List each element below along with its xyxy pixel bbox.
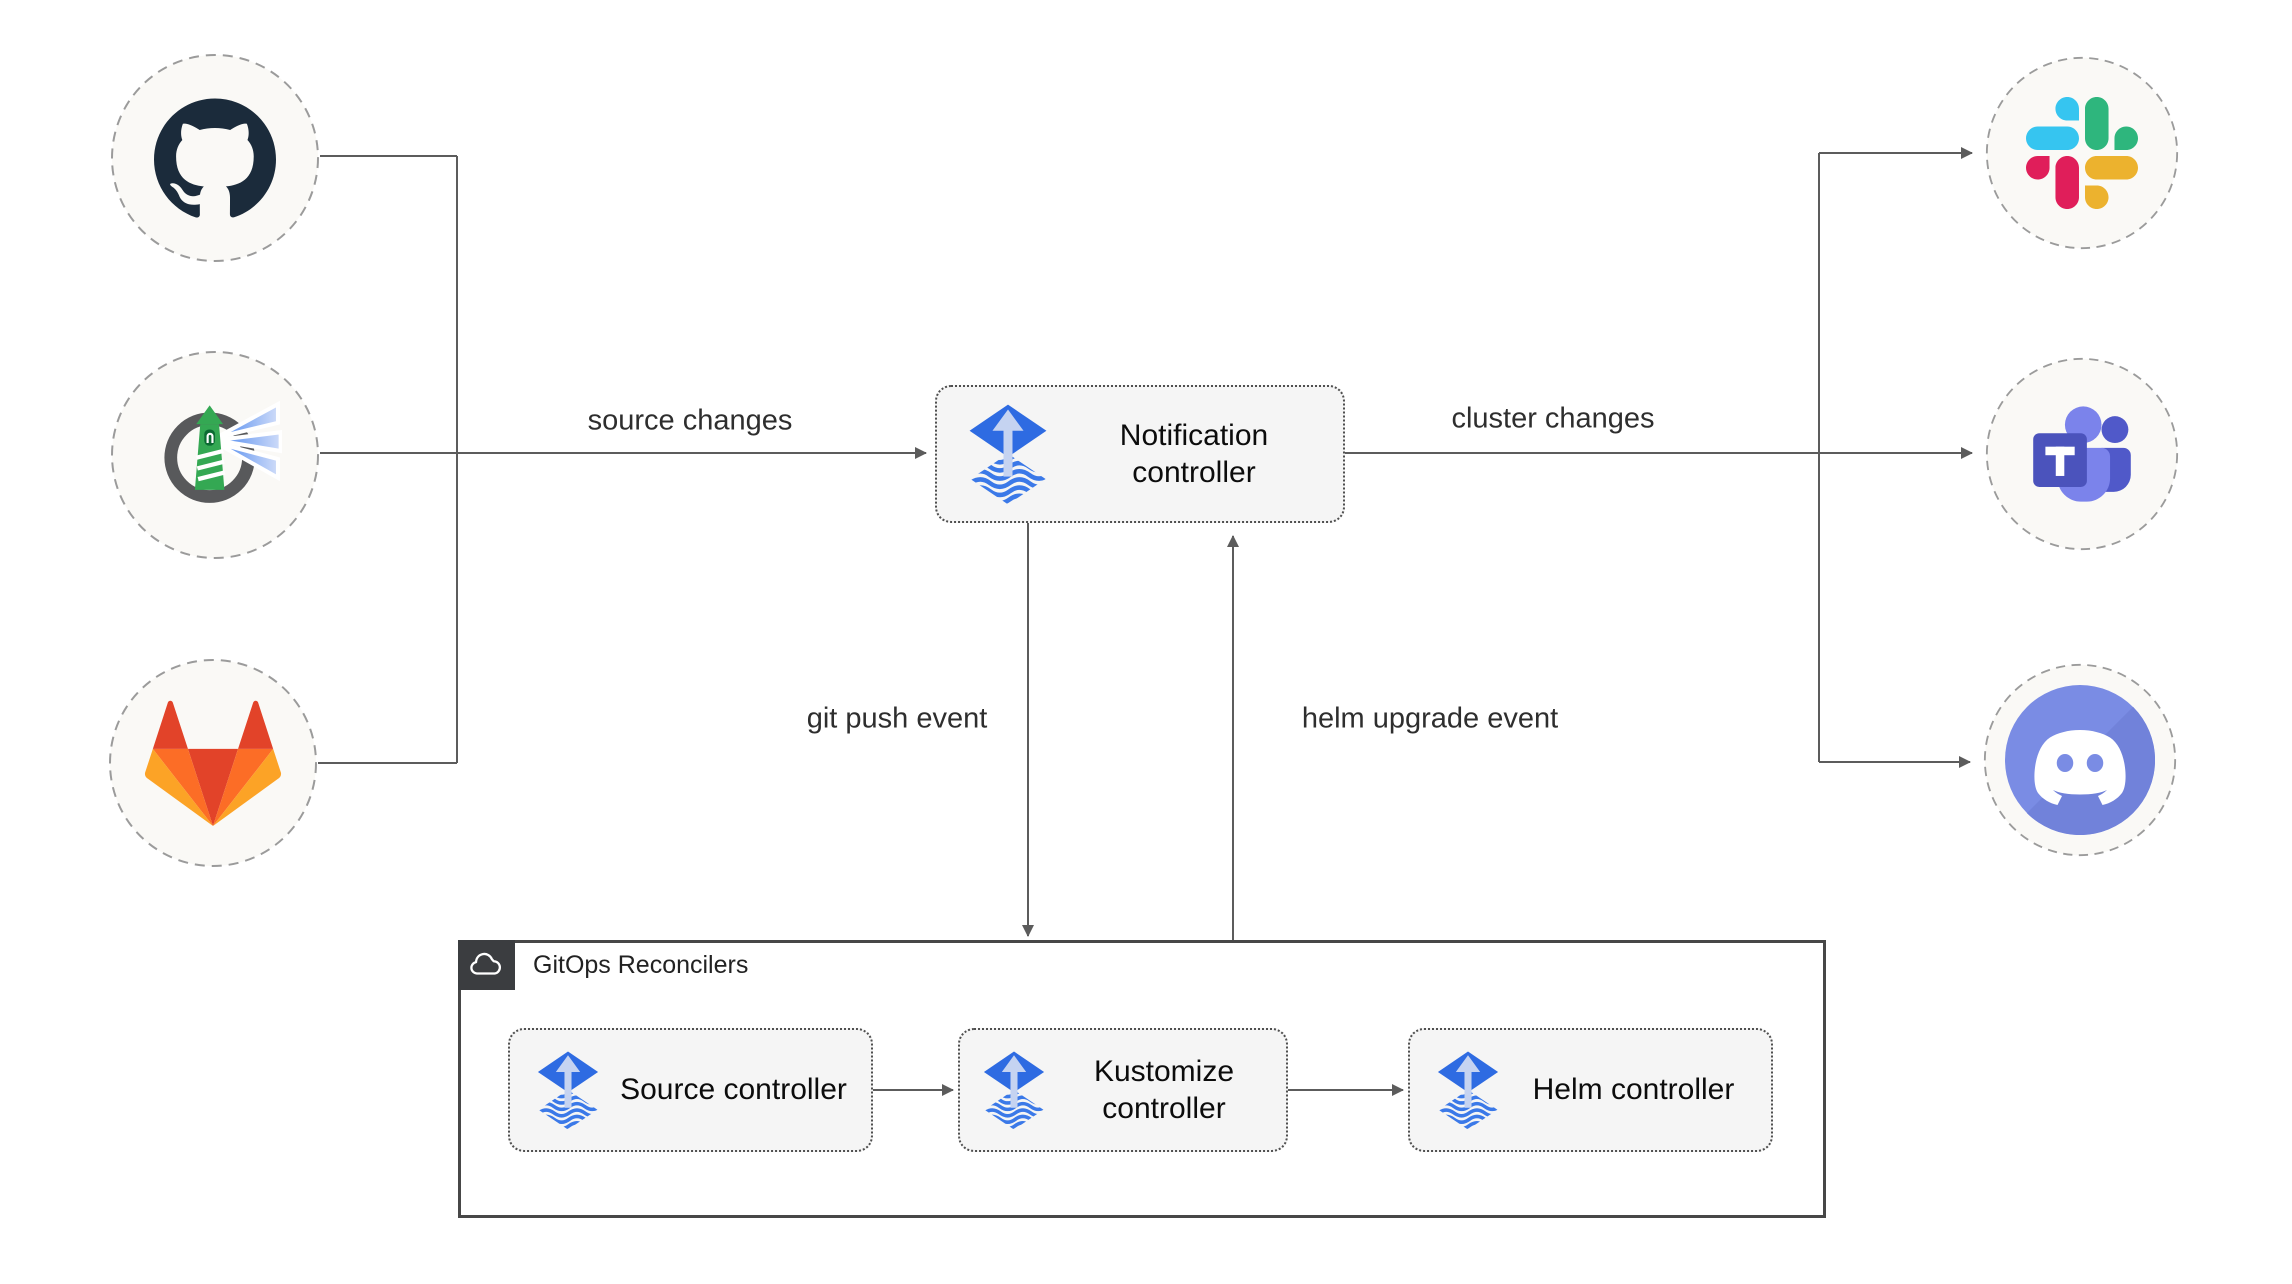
- flux-icon: [969, 404, 1047, 504]
- slack-icon: [2026, 97, 2138, 209]
- source-controller-node: Source controller: [508, 1028, 873, 1152]
- source-node-container-registry: [110, 350, 320, 560]
- kustomize-controller-label: Kustomize controller: [1093, 1054, 1235, 1126]
- notification-controller-node: Notification controller: [935, 385, 1345, 523]
- helm-controller-label: Helm controller: [1532, 1073, 1735, 1107]
- edge-label-cluster-changes: cluster changes: [1451, 402, 1655, 435]
- group-label: GitOps Reconcilers: [533, 950, 749, 979]
- quay-lighthouse-icon: [164, 400, 282, 503]
- source-node-gitlab: [108, 658, 318, 868]
- microsoft-teams-icon: [2033, 406, 2131, 502]
- helm-controller-node: Helm controller: [1408, 1028, 1773, 1152]
- notification-controller-label: Notification controller: [1119, 418, 1269, 490]
- edge-label-source-changes: source changes: [587, 404, 793, 437]
- gitlab-icon: [144, 700, 282, 826]
- dashed-circle: [111, 54, 319, 262]
- flux-icon: [1437, 1050, 1499, 1130]
- dashed-circle: [1985, 56, 2179, 250]
- kustomize-controller-node: Kustomize controller: [958, 1028, 1288, 1152]
- source-node-github: [110, 53, 320, 263]
- source-controller-label: Source controller: [620, 1073, 847, 1107]
- provider-node-teams: [1985, 357, 2179, 551]
- discord-icon: [2005, 685, 2155, 835]
- flux-icon: [537, 1050, 599, 1130]
- group-badge: [458, 940, 515, 990]
- flux-icon: [983, 1050, 1045, 1130]
- edge-label-git-push-event: git push event: [806, 702, 988, 735]
- edge-label-helm-upgrade-event: helm upgrade event: [1301, 702, 1559, 735]
- gitops-reconcilers-group: GitOps Reconcilers Source controller: [458, 940, 1826, 1218]
- provider-node-discord: [1983, 663, 2177, 857]
- cloud-icon: [469, 952, 501, 975]
- provider-node-slack: [1985, 56, 2179, 250]
- github-icon: [154, 98, 276, 218]
